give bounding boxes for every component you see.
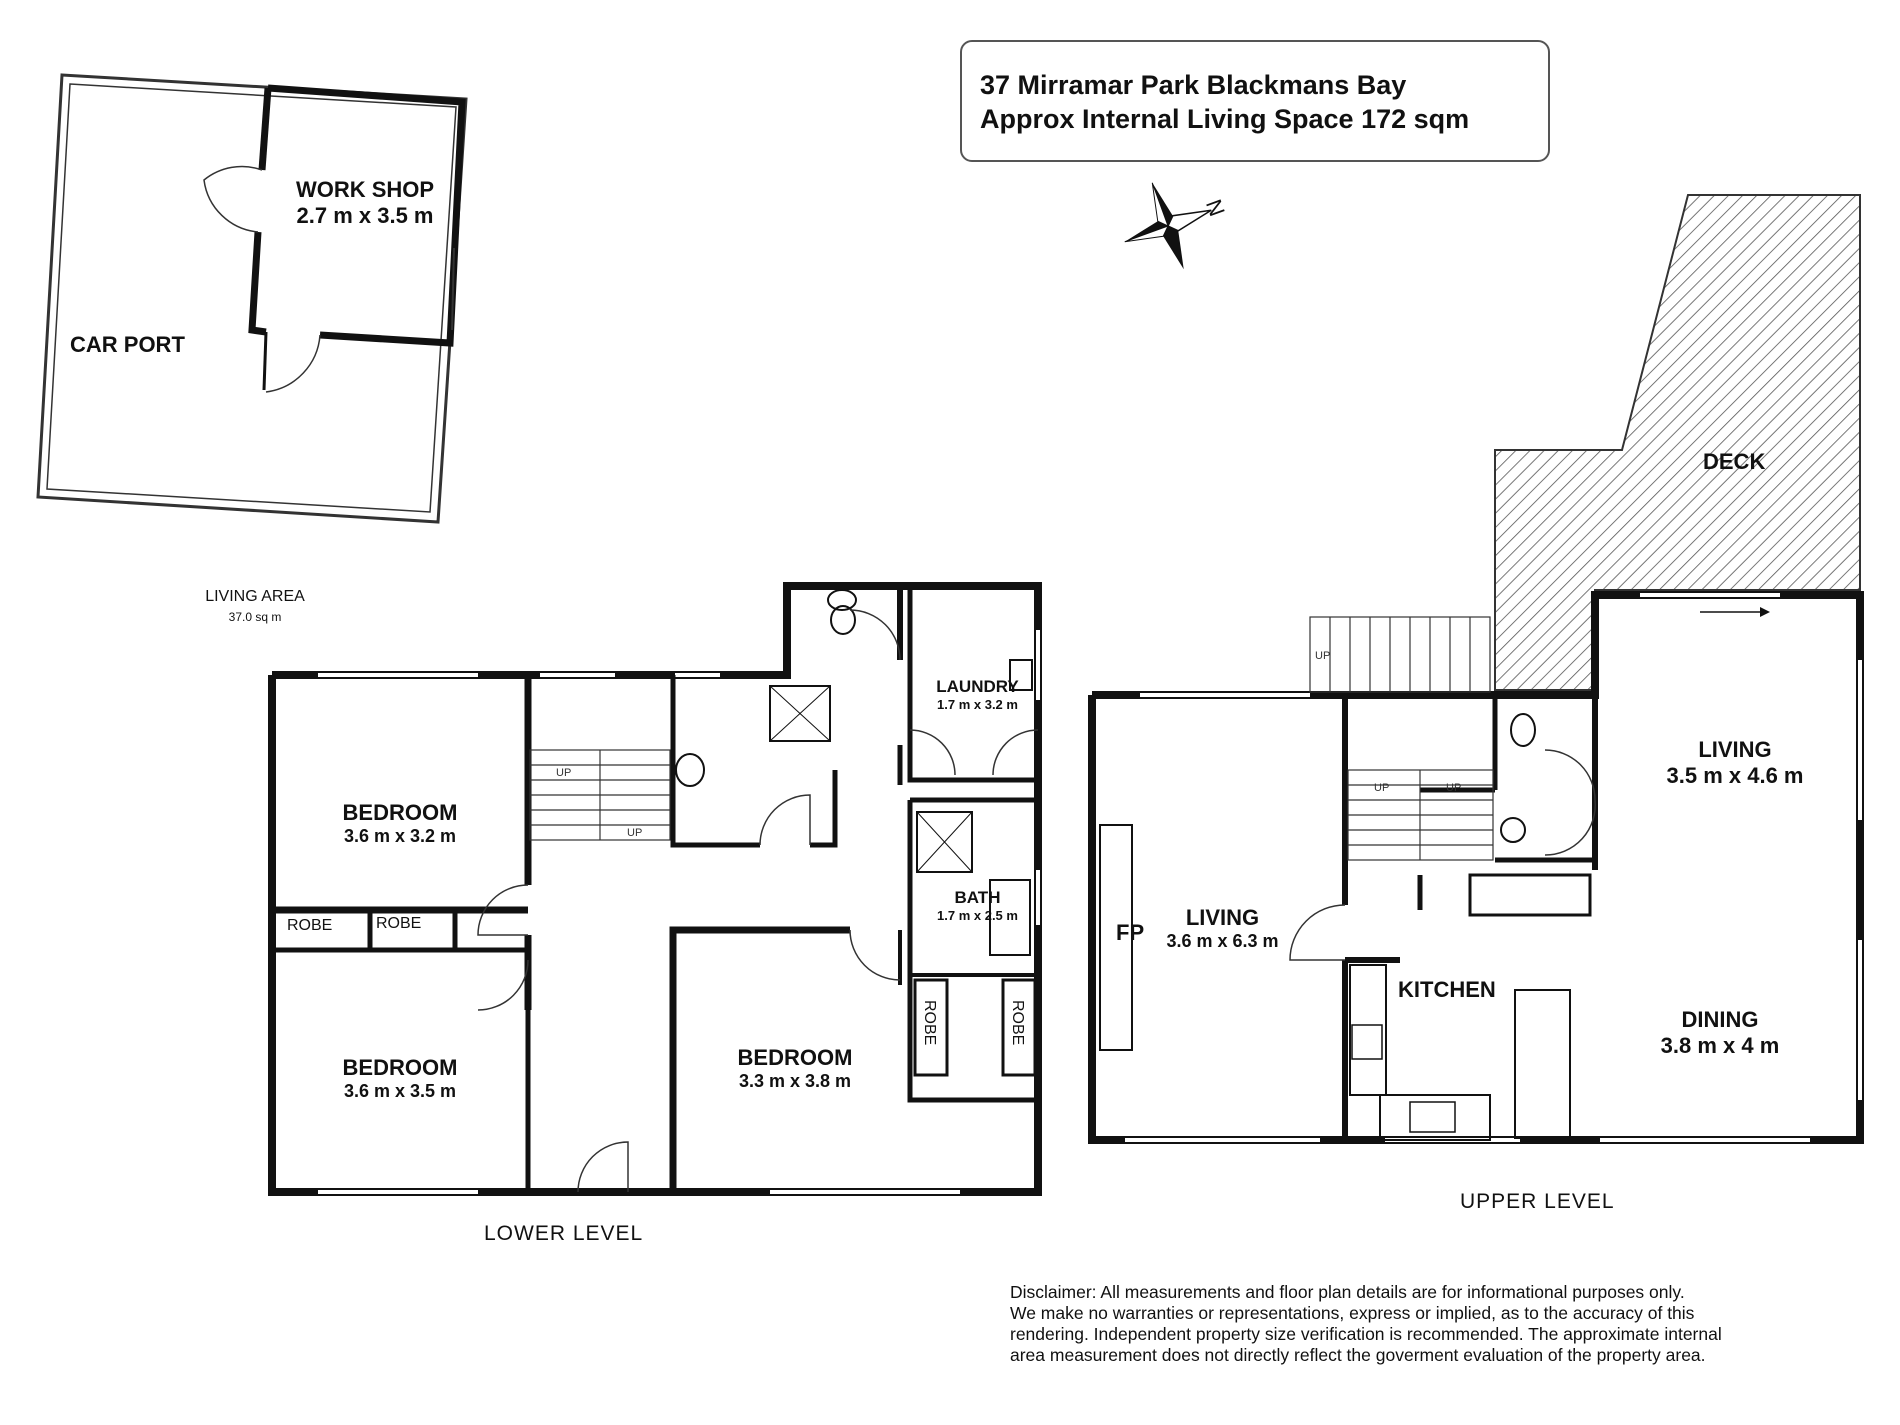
lower-bedroom-2: BEDROOM 3.6 m x 3.5 m — [342, 1055, 458, 1101]
living-space-total: Approx Internal Living Space 172 sqm — [980, 104, 1470, 134]
lower-stair-up-2: UP — [627, 827, 643, 839]
robe-label-3: ROBE — [921, 1000, 938, 1046]
upper-level-plan — [1088, 194, 1864, 1144]
upper-living-1: LIVING 3.6 m x 6.3 m — [1166, 905, 1279, 951]
lower-bedroom-3: BEDROOM 3.3 m x 3.8 m — [737, 1045, 853, 1091]
title-box: 37 Mirramar Park Blackmans Bay Approx In… — [960, 40, 1550, 162]
workshop-label: WORK SHOP 2.7 m x 3.5 m — [295, 177, 435, 228]
robe-label-1: ROBE — [287, 917, 333, 934]
workshop-door-arc — [203, 165, 263, 233]
property-address: 37 Mirramar Park Blackmans Bay — [980, 70, 1407, 100]
fireplace-label: FP — [1116, 920, 1145, 945]
carport-door-arc — [265, 334, 321, 393]
lower-level-plan — [268, 582, 1042, 1196]
dining-label: DINING 3.8 m x 4 m — [1660, 1007, 1780, 1058]
robe-label-4: ROBE — [1009, 1000, 1026, 1046]
laundry-label: LAUNDRY 1.7 m x 3.2 m — [936, 677, 1019, 712]
deck-area — [1494, 194, 1861, 691]
disclaimer: Disclaimer: All measurements and floor p… — [1010, 1282, 1722, 1365]
lower-level-label: LOWER LEVEL — [484, 1222, 644, 1245]
upper-living-2: LIVING 3.5 m x 4.6 m — [1666, 737, 1804, 788]
deck-label: DECK — [1703, 449, 1766, 474]
living-area-label: LIVING AREA — [205, 588, 305, 605]
upper-stair-up-2: UP — [1374, 782, 1390, 794]
lower-bedroom-1: BEDROOM 3.6 m x 3.2 m — [342, 800, 458, 846]
upper-stair-up-3: UP — [1446, 782, 1462, 794]
robe-label-2: ROBE — [376, 915, 422, 932]
compass — [1124, 182, 1212, 270]
living-area-value: 37.0 sq m — [228, 610, 282, 624]
workshop-walls — [267, 84, 466, 347]
carport-label: CAR PORT — [70, 332, 185, 357]
outbuilding — [36, 73, 468, 524]
upper-level-label: UPPER LEVEL — [1460, 1190, 1615, 1213]
lower-stair-up-1: UP — [556, 767, 572, 779]
upper-stair-up-1: UP — [1315, 650, 1331, 662]
bath-label: BATH 1.7 m x 2.5 m — [937, 888, 1018, 923]
kitchen-label: KITCHEN — [1398, 977, 1496, 1002]
